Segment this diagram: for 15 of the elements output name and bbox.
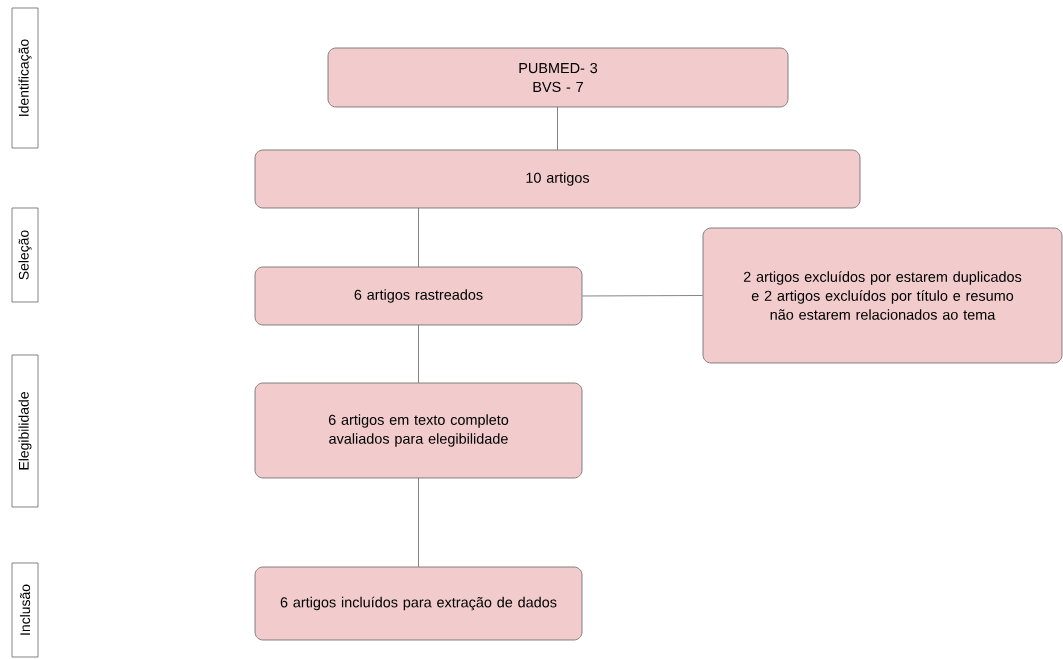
connector-line xyxy=(582,295,703,297)
process-box: 10 artigos xyxy=(254,149,861,209)
connector-line xyxy=(557,106,558,151)
connector-line xyxy=(418,324,419,384)
process-box: 6 artigos em texto completo avaliados para elegibilidade xyxy=(254,382,583,479)
connector-line xyxy=(418,477,419,568)
stage-label: Inclusão xyxy=(11,562,39,658)
stage-label: Seleção xyxy=(11,207,39,303)
process-box: 6 artigos rastreados xyxy=(254,266,583,326)
stage-label: Elegibilidade xyxy=(11,354,39,508)
process-box: 6 artigos incluídos para extração de dados xyxy=(254,566,583,641)
process-box: PUBMED- 3 BVS - 7 xyxy=(327,47,789,108)
stage-label: Identificação xyxy=(11,7,39,149)
process-box: 2 artigos excluídos por estarem duplicados e 2 artigos excluídos por título e resumo não estarem relacionados ao tema xyxy=(702,227,1063,364)
connector-line xyxy=(418,207,419,268)
